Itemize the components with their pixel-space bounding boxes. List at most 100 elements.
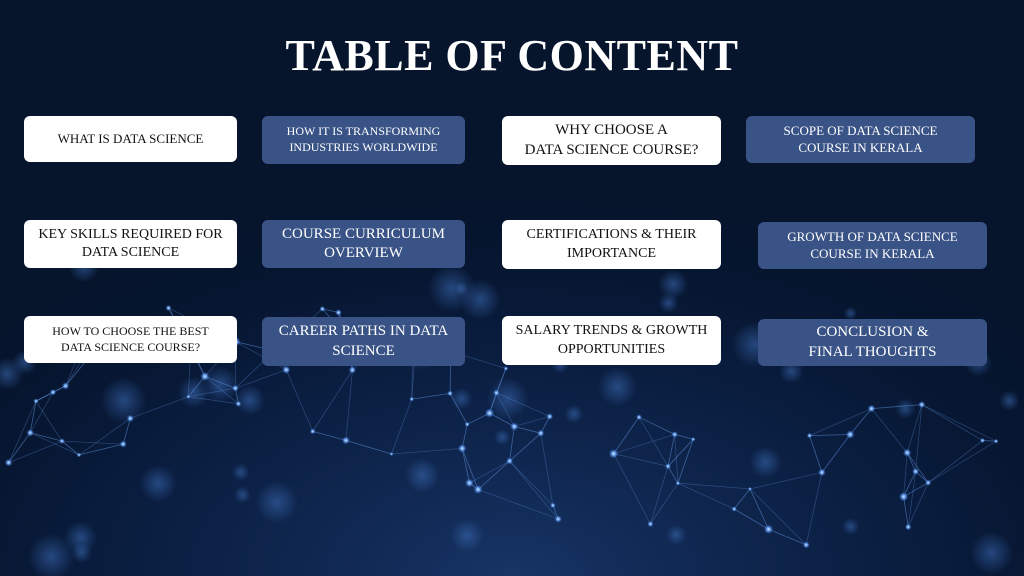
network-link — [749, 488, 807, 546]
toc-item-certifications[interactable]: CERTIFICATIONS & THEIR IMPORTANCE — [502, 220, 721, 269]
toc-item-growth-kerala[interactable]: GROWTH OF DATA SCIENCE COURSE IN KERALA — [758, 222, 987, 269]
bokeh-blob — [749, 446, 782, 479]
toc-item-curriculum[interactable]: COURSE CURRICULUM OVERVIEW — [262, 220, 465, 268]
network-link — [903, 452, 908, 497]
network-link — [509, 432, 542, 462]
network-link — [638, 416, 675, 435]
network-node — [647, 520, 654, 528]
network-link — [821, 434, 851, 473]
network-link — [509, 426, 515, 462]
network-link — [29, 401, 37, 433]
network-link — [496, 368, 507, 393]
network-link — [411, 393, 451, 400]
network-node — [546, 413, 554, 420]
bokeh-blob — [255, 480, 299, 524]
network-node — [26, 429, 34, 437]
network-link — [78, 443, 124, 456]
network-link — [8, 432, 31, 463]
toc-item-choose-best-course[interactable]: HOW TO CHOOSE THE BEST DATA SCIENCE COUR… — [24, 316, 237, 363]
network-link — [677, 482, 735, 510]
network-link — [733, 508, 769, 530]
toc-item-career-paths[interactable]: CAREER PATHS IN DATA SCIENCE — [262, 317, 465, 366]
network-node — [119, 440, 127, 448]
network-node — [165, 304, 172, 312]
network-node — [664, 463, 672, 470]
toc-item-what-is-data-science[interactable]: WHAT IS DATA SCIENCE — [24, 116, 237, 162]
network-link — [204, 376, 239, 405]
network-link — [907, 471, 916, 528]
network-node — [671, 431, 678, 438]
network-link — [29, 392, 54, 433]
network-link — [61, 440, 124, 445]
network-node — [389, 452, 394, 456]
network-link — [35, 400, 63, 442]
network-link — [849, 408, 872, 435]
network-link — [188, 387, 236, 398]
toc-item-conclusion[interactable]: CONCLUSION & FINAL THOUGHTS — [758, 319, 987, 366]
network-link — [496, 392, 550, 417]
network-link — [496, 392, 515, 427]
network-link — [509, 432, 542, 462]
network-link — [674, 434, 679, 484]
network-link — [871, 404, 922, 409]
bokeh-blob — [231, 463, 250, 482]
network-link — [849, 408, 872, 435]
network-link — [768, 528, 807, 546]
network-link — [411, 359, 415, 400]
network-link — [461, 448, 470, 484]
network-node — [59, 438, 65, 444]
network-node — [76, 452, 82, 458]
network-link — [613, 416, 640, 454]
network-link — [667, 439, 694, 467]
network-link — [61, 440, 80, 456]
toc-item-salary-trends[interactable]: SALARY TRENDS & GROWTH OPPORTUNITIES — [502, 316, 721, 365]
bokeh-blob — [843, 306, 858, 320]
network-node — [4, 458, 13, 467]
bokeh-blob — [202, 366, 239, 403]
network-link — [733, 488, 751, 510]
network-link — [122, 418, 131, 445]
network-link — [927, 440, 983, 484]
network-node — [126, 414, 135, 423]
network-node — [675, 480, 681, 486]
network-link — [8, 432, 31, 463]
network-node — [918, 401, 926, 409]
network-link — [461, 448, 479, 490]
network-link — [903, 496, 909, 528]
network-node — [457, 444, 467, 453]
network-link — [809, 434, 851, 436]
network-link — [469, 460, 510, 484]
toc-item-transforming-industries[interactable]: HOW IT IS TRANSFORMING INDUSTRIES WORLDW… — [262, 116, 465, 164]
network-node — [473, 484, 483, 495]
network-link — [345, 440, 392, 455]
network-node — [231, 384, 239, 392]
network-node — [993, 438, 999, 444]
network-link — [477, 460, 510, 490]
toc-item-key-skills[interactable]: KEY SKILLS REQUIRED FOR DATA SCIENCE — [24, 220, 237, 268]
network-link — [733, 488, 751, 510]
network-node — [731, 506, 737, 512]
bokeh-blob — [666, 524, 687, 545]
network-node — [503, 366, 509, 371]
network-link — [906, 452, 929, 483]
network-node — [898, 491, 909, 502]
network-link — [391, 398, 413, 455]
network-link — [638, 416, 669, 467]
toc-item-why-choose-course[interactable]: WHY CHOOSE A DATA SCIENCE COURSE? — [502, 116, 721, 165]
bokeh-blob — [139, 464, 177, 502]
network-node — [61, 382, 70, 390]
network-node — [636, 414, 642, 421]
network-link — [809, 435, 823, 473]
network-link — [871, 404, 922, 409]
bokeh-blob — [999, 390, 1020, 411]
network-link — [78, 418, 131, 456]
network-node — [554, 515, 562, 523]
toc-item-scope-kerala[interactable]: SCOPE OF DATA SCIENCE COURSE IN KERALA — [746, 116, 975, 163]
network-link — [907, 482, 929, 528]
network-node — [464, 421, 470, 427]
bokeh-blob — [494, 429, 511, 446]
network-link — [514, 426, 541, 434]
network-link — [188, 396, 239, 405]
bokeh-blob — [895, 398, 916, 419]
network-link — [749, 488, 769, 530]
